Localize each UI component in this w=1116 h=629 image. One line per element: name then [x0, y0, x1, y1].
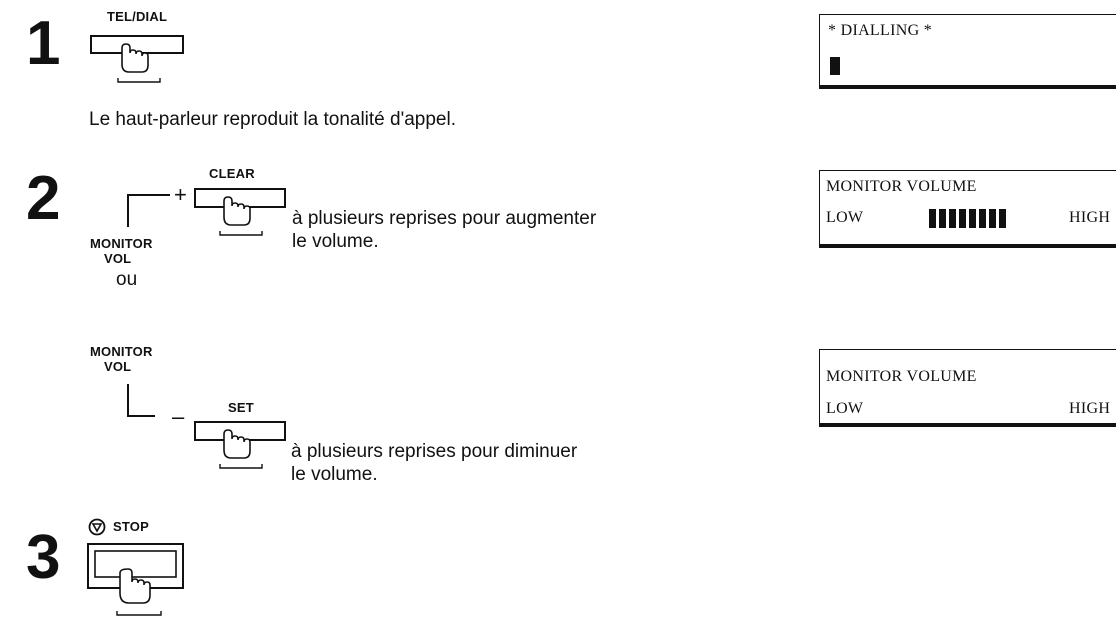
volume-bar: [979, 209, 986, 228]
volume-bar: [929, 209, 936, 228]
volume-bar: [989, 209, 996, 228]
lcd-display-volume-up: MONITOR VOLUME LOW HIGH: [819, 170, 1116, 248]
pressing-hand-icon: [119, 568, 151, 604]
step-number-1: 1: [26, 9, 61, 78]
stop-button[interactable]: [87, 543, 187, 627]
lcd-volume-title: MONITOR VOLUME: [826, 368, 977, 385]
set-key-label: SET: [228, 400, 254, 415]
monitor-vol-label-2: VOL: [104, 251, 132, 266]
step-number-3: 3: [26, 523, 61, 592]
stop-icon: [88, 518, 106, 536]
monitor-vol-label-b2: VOL: [104, 359, 132, 374]
clear-key-label: CLEAR: [209, 166, 255, 181]
monitor-vol-bracket-b: [127, 384, 155, 417]
volume-bar: [959, 209, 966, 228]
step-number-2: 2: [26, 164, 61, 233]
lcd-dialling-text: * DIALLING *: [828, 22, 933, 39]
decrease-instruction-line2: le volume.: [291, 464, 378, 485]
set-button[interactable]: [194, 421, 289, 481]
volume-bar: [939, 209, 946, 228]
lcd-volume-title: MONITOR VOLUME: [826, 178, 977, 195]
volume-bar: [999, 209, 1006, 228]
monitor-vol-label-1: MONITOR: [90, 236, 153, 251]
tel-dial-button[interactable]: [90, 34, 185, 94]
monitor-vol-label-b1: MONITOR: [90, 344, 153, 359]
monitor-vol-bracket: [127, 194, 170, 227]
or-text: ou: [116, 269, 138, 290]
decrease-instruction-line1: à plusieurs reprises pour diminuer: [291, 441, 578, 462]
pressing-hand-icon: [223, 196, 251, 226]
increase-instruction-line2: le volume.: [292, 231, 379, 252]
lcd-display-volume-down: MONITOR VOLUME LOW HIGH: [819, 349, 1116, 427]
lcd-cursor: [830, 57, 840, 75]
lcd-volume-high-label: HIGH: [1069, 400, 1111, 417]
clear-button[interactable]: [194, 188, 289, 248]
increase-instruction-line1: à plusieurs reprises pour augmenter: [292, 208, 597, 229]
plus-sign: +: [174, 182, 187, 207]
minus-sign: –: [172, 404, 185, 429]
lcd-volume-low-label: LOW: [826, 209, 864, 226]
lcd-volume-low-label: LOW: [826, 400, 864, 417]
volume-bar: [969, 209, 976, 228]
lcd-volume-high-label: HIGH: [1069, 209, 1111, 226]
step1-description: Le haut-parleur reproduit la tonalité d'…: [89, 109, 456, 130]
pressing-hand-icon: [121, 43, 149, 73]
tel-dial-key-label: TEL/DIAL: [107, 9, 168, 24]
lcd-display-dialling: * DIALLING *: [819, 14, 1116, 89]
stop-key-label: STOP: [113, 519, 149, 534]
volume-bar: [949, 209, 956, 228]
pressing-hand-icon: [223, 429, 251, 459]
